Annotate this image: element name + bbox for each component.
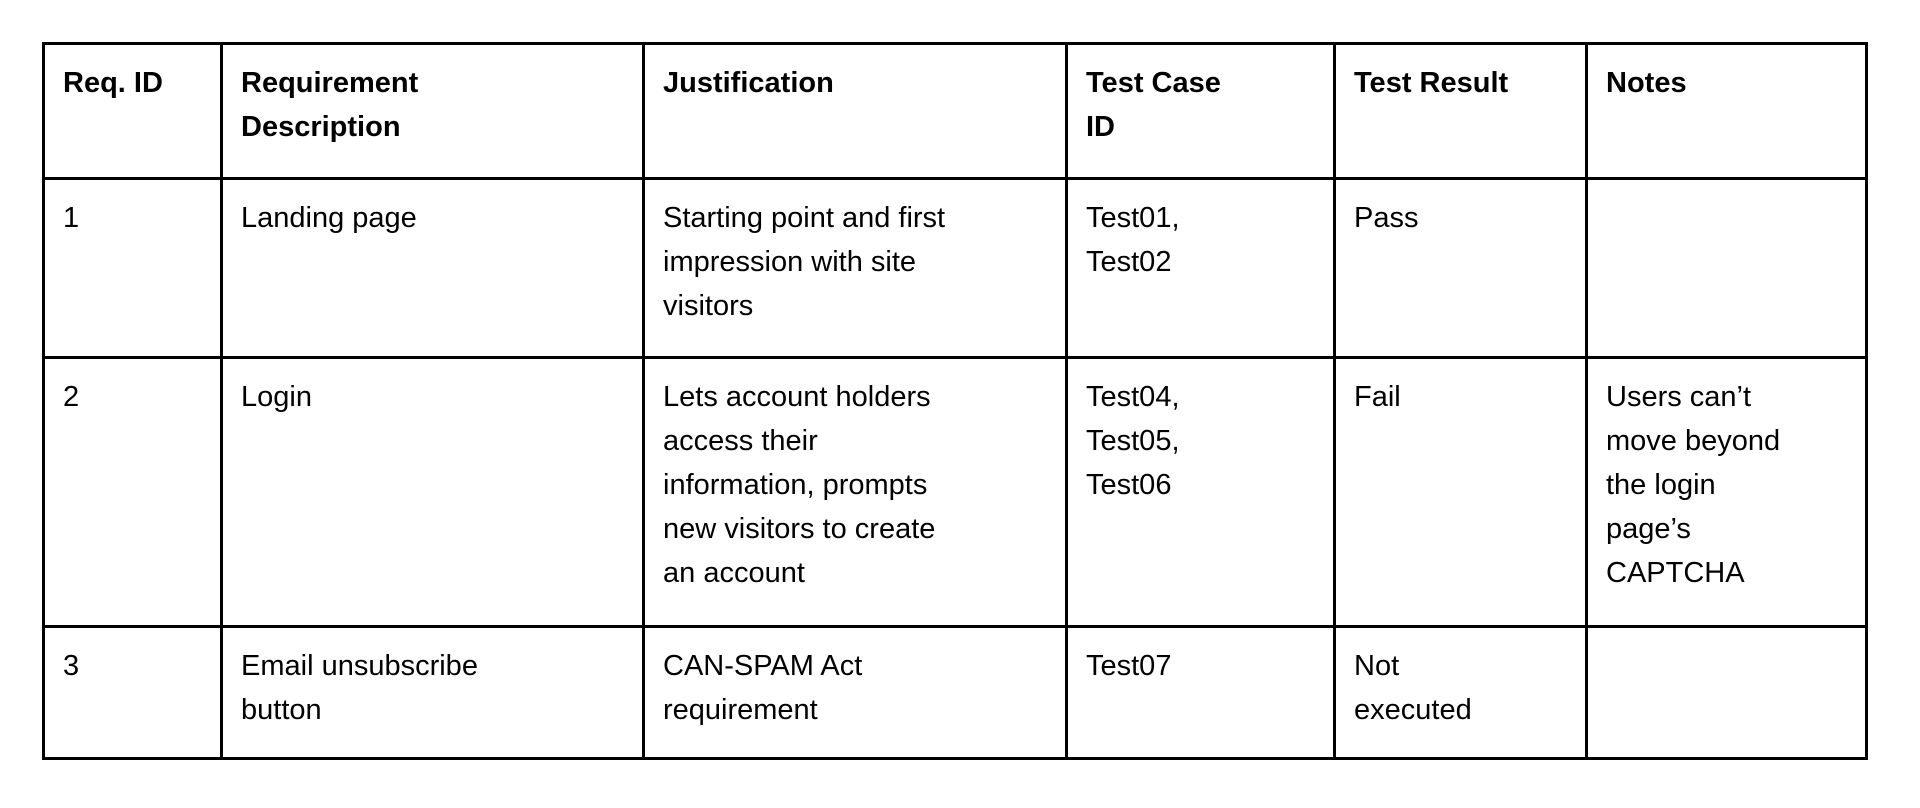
cell-justification: Starting point and first impression with… (642, 177, 1068, 359)
column-header-test-result: Test Result (1333, 42, 1588, 180)
cell-notes (1585, 625, 1868, 760)
cell-req-id: 1 (42, 177, 223, 359)
cell-notes: Users can’t move beyond the login page’s… (1585, 356, 1868, 628)
cell-test-result: Not executed (1333, 625, 1588, 760)
table-header-row: Req. ID Requirement Description Justific… (42, 42, 1868, 180)
column-header-req-id: Req. ID (42, 42, 223, 180)
cell-requirement-description: Email unsubscribe button (220, 625, 645, 760)
cell-test-case-id: Test01, Test02 (1065, 177, 1336, 359)
cell-requirement-description: Login (220, 356, 645, 628)
requirements-traceability-table: Req. ID Requirement Description Justific… (42, 42, 1868, 760)
column-header-notes: Notes (1585, 42, 1868, 180)
column-header-requirement-description: Requirement Description (220, 42, 645, 180)
column-header-test-case-id: Test Case ID (1065, 42, 1336, 180)
cell-notes (1585, 177, 1868, 359)
cell-requirement-description: Landing page (220, 177, 645, 359)
cell-test-result: Fail (1333, 356, 1588, 628)
column-header-justification: Justification (642, 42, 1068, 180)
cell-req-id: 2 (42, 356, 223, 628)
cell-test-result: Pass (1333, 177, 1588, 359)
cell-justification: Lets account holders access their inform… (642, 356, 1068, 628)
table-row: 3 Email unsubscribe button CAN-SPAM Act … (42, 625, 1868, 760)
cell-test-case-id: Test04, Test05, Test06 (1065, 356, 1336, 628)
table-row: 2 Login Lets account holders access thei… (42, 356, 1868, 628)
cell-req-id: 3 (42, 625, 223, 760)
cell-test-case-id: Test07 (1065, 625, 1336, 760)
table-row: 1 Landing page Starting point and first … (42, 177, 1868, 359)
cell-justification: CAN-SPAM Act requirement (642, 625, 1068, 760)
